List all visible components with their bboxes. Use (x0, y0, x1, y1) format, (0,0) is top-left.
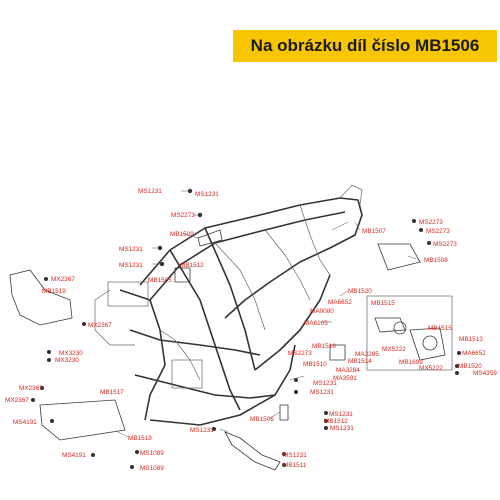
part-label[interactable]: MB1513 (459, 336, 483, 343)
part-label[interactable]: MS1089 (140, 450, 164, 457)
part-label[interactable]: MB1511 (283, 462, 307, 469)
part-label[interactable]: MB1506 (250, 416, 274, 423)
part-label[interactable]: MB1508 (424, 257, 448, 264)
part-label[interactable]: MS2273 (288, 350, 312, 357)
part-label[interactable]: MB1699 (399, 359, 423, 366)
part-label[interactable]: MS1231 (190, 427, 214, 434)
part-label[interactable]: MX5222 (419, 365, 443, 372)
part-label[interactable]: MS1231 (329, 411, 353, 418)
part-label[interactable]: MS1231 (195, 191, 219, 198)
part-label[interactable]: MX3230 (55, 357, 79, 364)
part-labels: MS1231 MS1231 MS2273 MB1509 MS1231 MS123… (5, 188, 497, 472)
part-label[interactable]: MX2367 (88, 322, 112, 329)
part-label[interactable]: MB1512 (324, 418, 348, 425)
part-label[interactable]: MA3284 (336, 367, 360, 374)
part-label[interactable]: MS1231 (310, 389, 334, 396)
part-label[interactable]: MB1516 (312, 343, 336, 350)
part-label[interactable]: MB1520 (348, 288, 372, 295)
part-label[interactable]: MS1231 (119, 246, 143, 253)
part-label[interactable]: MS4191 (62, 452, 86, 459)
part-label[interactable]: MB1519 (42, 288, 66, 295)
banner-text: Na obrázku díl číslo MB1506 (250, 36, 480, 55)
part-label[interactable]: MX5222 (382, 346, 406, 353)
part-label[interactable]: MX2367 (19, 385, 43, 392)
part-label[interactable]: MB1514 (348, 358, 372, 365)
part-label[interactable]: MS2273 (426, 228, 450, 235)
part-label[interactable]: MX2367 (51, 276, 75, 283)
part-label[interactable]: MA6652 (328, 299, 352, 306)
part-label[interactable]: MA6652 (462, 350, 486, 357)
part-label[interactable]: MS4359 (473, 370, 497, 377)
part-label[interactable]: MS2273 (419, 219, 443, 226)
part-label[interactable]: MS2273 (171, 212, 195, 219)
part-label[interactable]: MB1510 (303, 361, 327, 368)
part-label[interactable]: MA3591 (333, 375, 357, 382)
part-label[interactable]: MX3230 (59, 350, 83, 357)
part-label[interactable]: MS1231 (330, 425, 354, 432)
part-label[interactable]: MA3285 (355, 351, 379, 358)
part-label[interactable]: MB1515 (371, 300, 395, 307)
part-label[interactable]: MS1231 (138, 188, 162, 195)
part-label[interactable]: MS1231 (283, 452, 307, 459)
part-label[interactable]: MS4191 (13, 419, 37, 426)
part-label[interactable]: MB1509 (170, 231, 194, 238)
part-label[interactable]: MB1515 (428, 325, 452, 332)
part-label[interactable]: MS2273 (433, 241, 457, 248)
parts (9, 229, 453, 471)
part-label[interactable]: MS1231 (119, 262, 143, 269)
part-label[interactable]: MB1512 (180, 262, 204, 269)
part-label[interactable]: MS1089 (140, 465, 164, 472)
scooter-frame (94, 184, 363, 426)
part-label[interactable]: MB1507 (362, 228, 386, 235)
part-label[interactable]: MB1518 (128, 435, 152, 442)
part-label[interactable]: MB1517 (100, 389, 124, 396)
part-label[interactable]: MB1520 (458, 363, 482, 370)
part-label[interactable]: MA6105 (304, 320, 328, 327)
leader-lines (117, 190, 417, 438)
part-label[interactable]: MX2367 (5, 397, 29, 404)
fasteners (31, 188, 461, 469)
part-number-banner: Na obrázku díl číslo MB1506 (233, 30, 497, 62)
part-label[interactable]: MA0080 (310, 308, 334, 315)
part-label[interactable]: MB1505 (148, 277, 172, 284)
part-label[interactable]: MS1231 (313, 380, 337, 387)
